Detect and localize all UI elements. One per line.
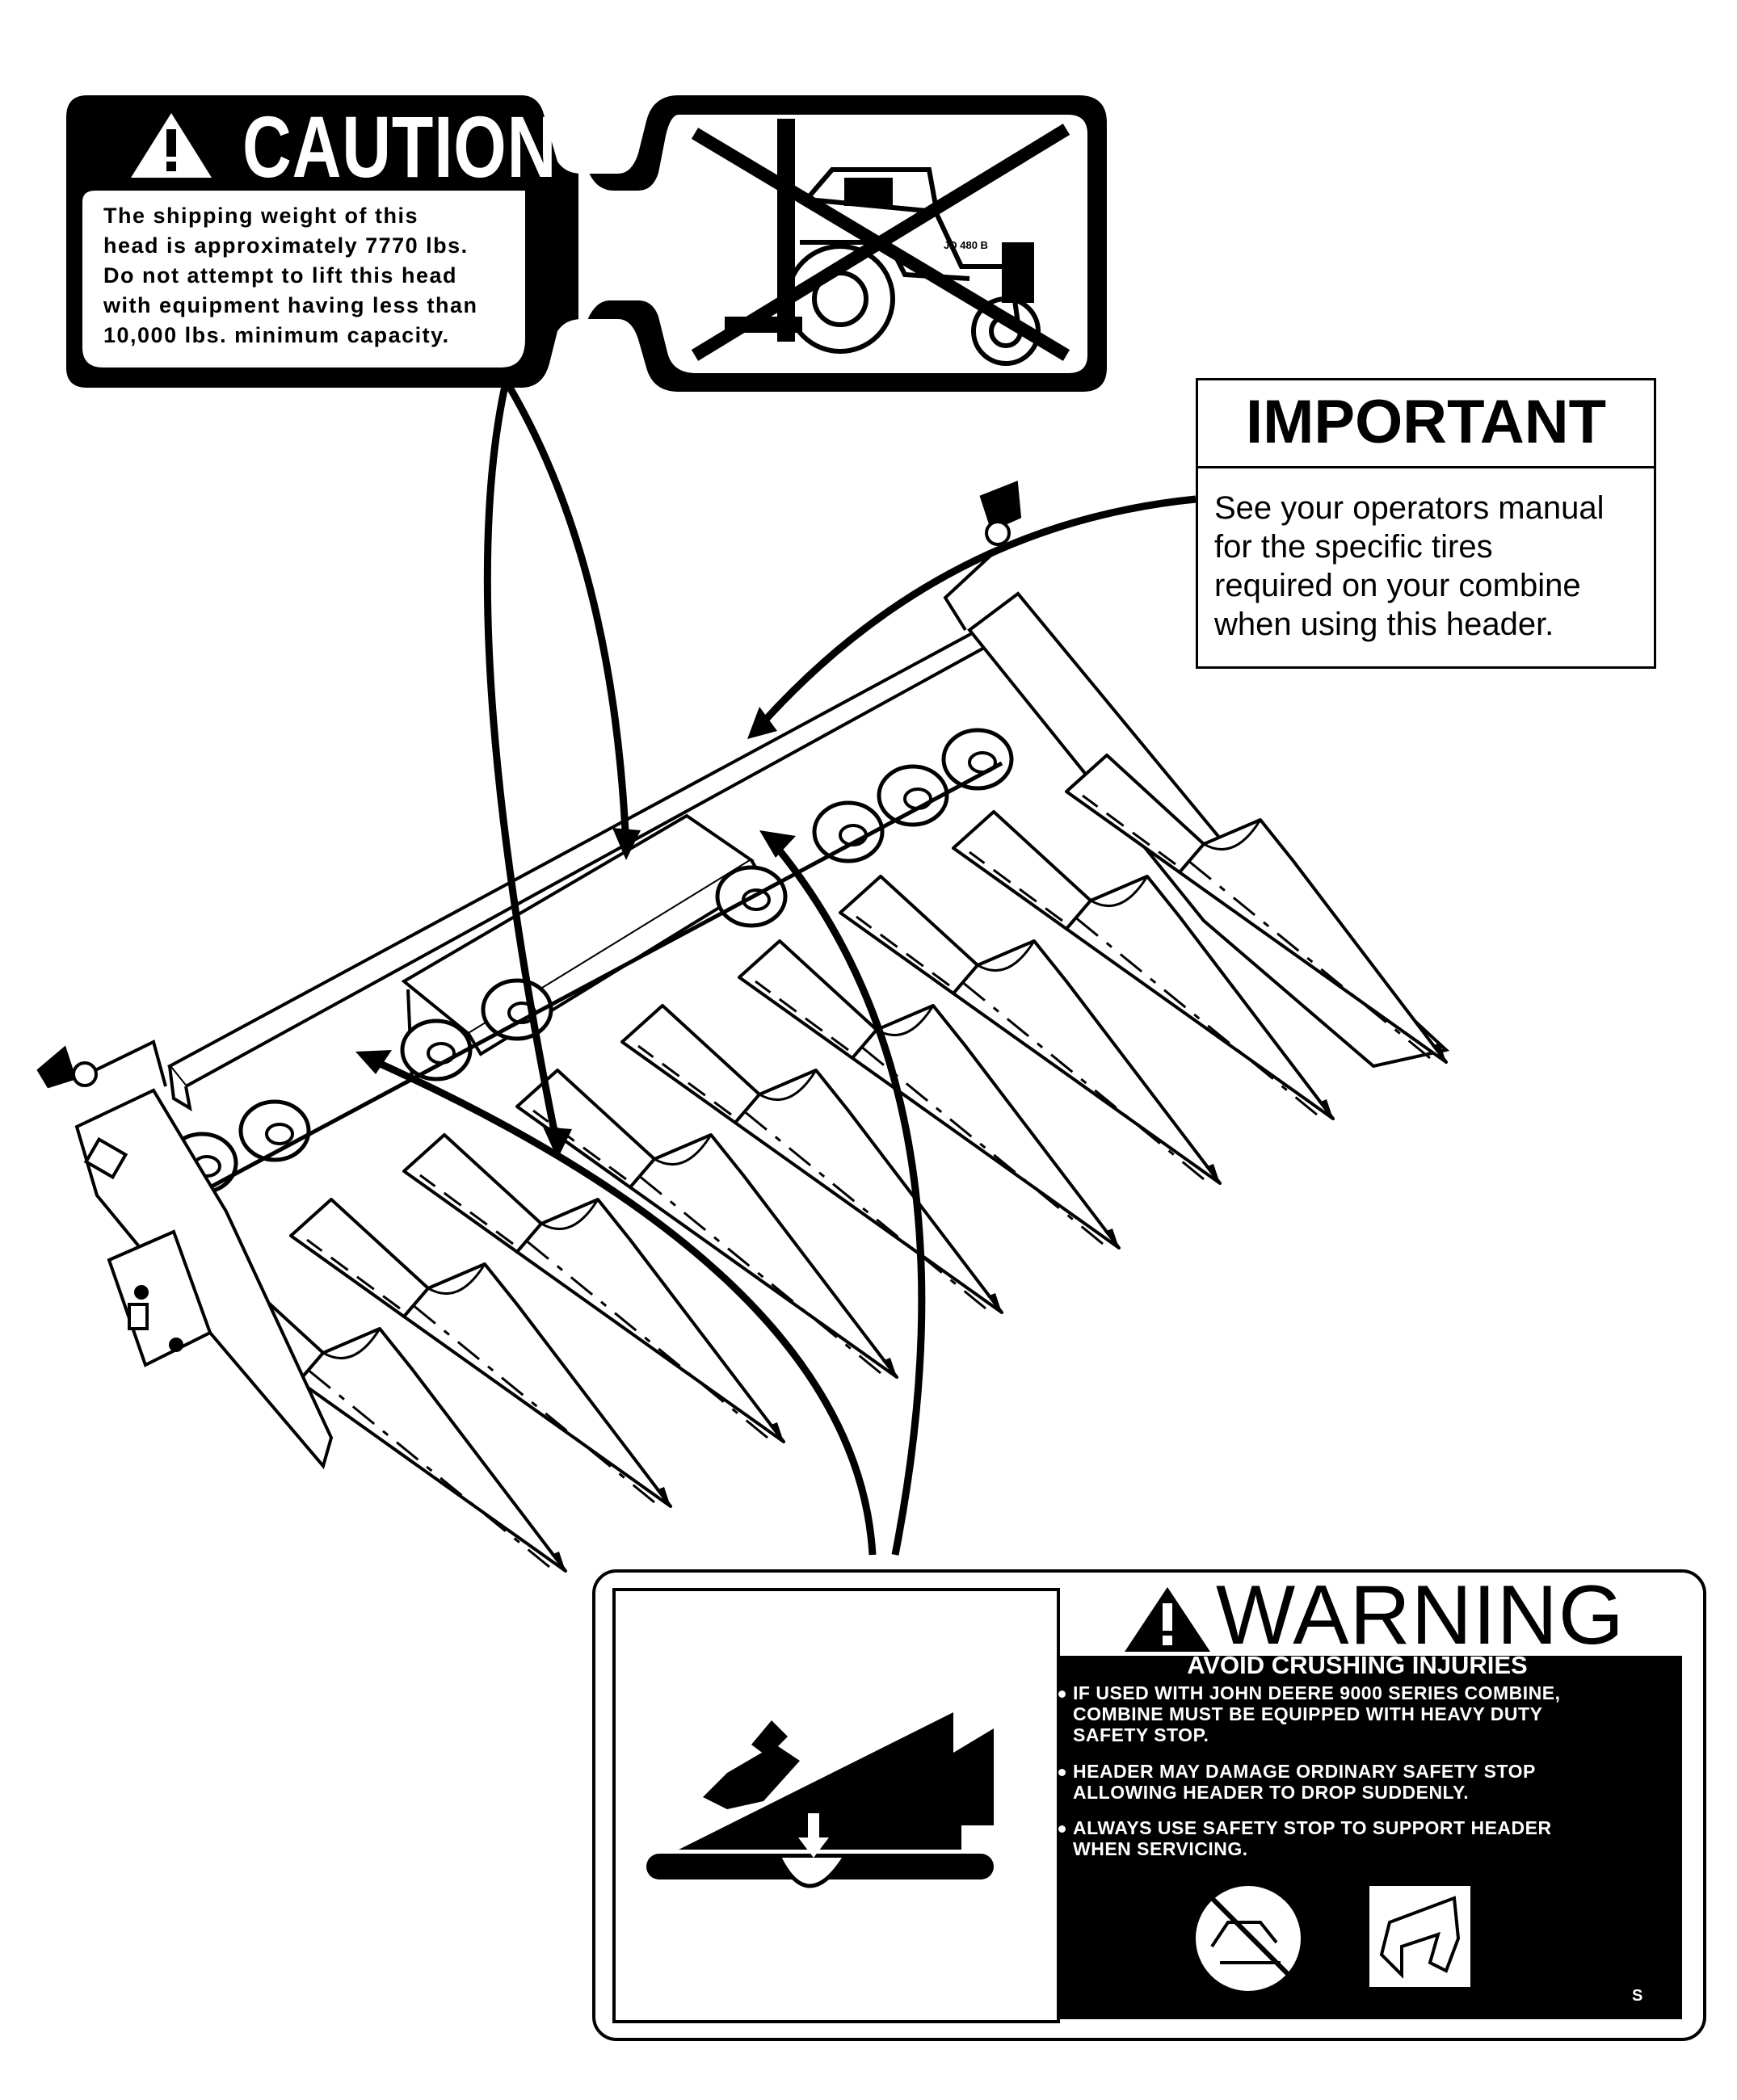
important-title: IMPORTANT (1245, 388, 1607, 456)
warning-line: COMBINE MUST BE EQUIPPED WITH HEAVY DUTY (1073, 1703, 1543, 1724)
caution-title: CAUTION (242, 98, 557, 195)
caution-line: head is approximately 7770 lbs. (103, 233, 469, 258)
no-ordinary-stop-icon (1191, 1881, 1306, 1996)
important-line: See your operators manual (1214, 490, 1605, 526)
warning-line: WHEN SERVICING. (1073, 1838, 1248, 1859)
corn-head-drawing (36, 384, 1450, 1573)
warning-line: ALWAYS USE SAFETY STOP TO SUPPORT HEADER (1073, 1817, 1552, 1838)
warning-line: SAFETY STOP. (1073, 1724, 1209, 1745)
warning-title: WARNING (1216, 1569, 1625, 1662)
warning-decal (592, 1569, 1706, 2041)
important-notice: IMPORTANT See your operators manual for … (1196, 378, 1656, 669)
tractor-model-label: JD 480 B (944, 239, 988, 251)
caution-line: with equipment having less than (103, 293, 478, 317)
heavy-duty-stop-icon (1369, 1886, 1470, 1987)
warning-line: ALLOWING HEADER TO DROP SUDDENLY. (1073, 1782, 1470, 1803)
caution-triangle-icon (131, 113, 212, 178)
deere-logo-icon (83, 1136, 128, 1180)
caution-line: Do not attempt to lift this head (103, 263, 457, 288)
warning-line: IF USED WITH JOHN DEERE 9000 SERIES COMB… (1073, 1682, 1561, 1703)
header-drop-pictogram (646, 1712, 994, 1888)
important-line: for the specific tires (1214, 529, 1493, 565)
important-line: when using this header. (1214, 607, 1554, 642)
leader-arrows (366, 384, 1197, 1556)
warning-code: S (1632, 1987, 1643, 2005)
warning-triangle-icon (1125, 1587, 1210, 1652)
arrowheads (355, 707, 796, 1159)
left-handle (36, 1040, 167, 1089)
caution-line: 10,000 lbs. minimum capacity. (103, 323, 450, 347)
bullet (1058, 1769, 1066, 1776)
bullet (1058, 1825, 1066, 1833)
important-line: required on your combine (1214, 568, 1581, 603)
bullet (1058, 1690, 1066, 1698)
caution-line: The shipping weight of this (103, 204, 418, 228)
right-handle (943, 481, 1022, 632)
caution-decal (66, 95, 1107, 392)
warning-subtitle: AVOID CRUSHING INJURIES (1187, 1651, 1528, 1679)
warning-line: HEADER MAY DAMAGE ORDINARY SAFETY STOP (1073, 1761, 1536, 1782)
forklift-tractor-icon (691, 119, 1070, 366)
important-divider (1198, 466, 1654, 468)
